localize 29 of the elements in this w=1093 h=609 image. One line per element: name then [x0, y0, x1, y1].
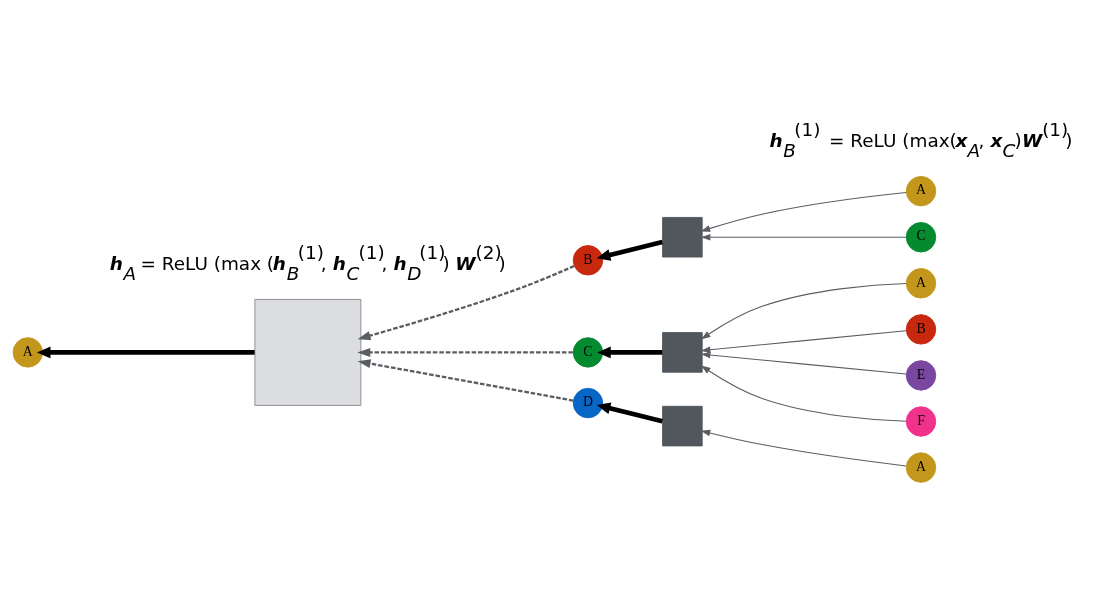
node-circle: C [905, 222, 937, 253]
node-circle: B [905, 314, 937, 345]
arrow [700, 192, 907, 232]
node-box [662, 217, 703, 258]
node-circle: B [572, 245, 604, 276]
arrow [700, 429, 907, 467]
node-circle: A [12, 337, 43, 368]
arrow [357, 265, 575, 340]
arrow [357, 347, 573, 357]
node-box [662, 405, 703, 447]
arrow [700, 233, 907, 241]
arrow [700, 351, 907, 375]
node-circle: D [572, 387, 604, 419]
node-circle: E [905, 360, 937, 391]
arrow [36, 346, 255, 359]
node-box [254, 298, 362, 406]
arrow [596, 239, 663, 261]
arrow [700, 365, 907, 422]
arrow [357, 359, 574, 402]
arrow [596, 402, 663, 424]
node-circle: A [905, 268, 937, 299]
node-circle: C [572, 337, 604, 368]
node-circle: A [905, 176, 937, 207]
arrow [700, 330, 907, 354]
arrow [700, 283, 907, 340]
node-box [662, 332, 703, 373]
arrow [597, 346, 663, 359]
node-circle: A [905, 452, 937, 483]
node-circle: F [905, 406, 937, 437]
